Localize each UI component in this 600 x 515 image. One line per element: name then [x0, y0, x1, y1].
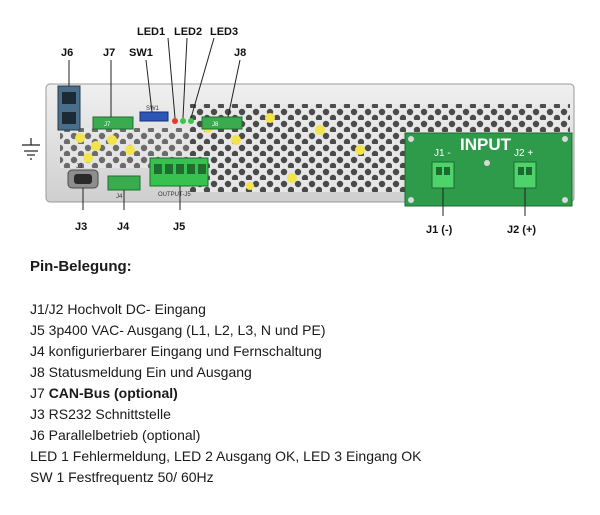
pin-line: J5 3p400 VAC- Ausgang (L1, L2, L3, N und… — [30, 320, 590, 341]
pin-line: J1/J2 Hochvolt DC- Eingang — [30, 299, 590, 320]
device-diagram: J7 SW1 J8 J3 J4 OUTPUT-J5 IN — [22, 26, 575, 236]
pin-line: LED 1 Fehlermeldung, LED 2 Ausgang OK, L… — [30, 446, 590, 467]
pin-line: J8 Statusmeldung Ein und Ausgang — [30, 362, 590, 383]
led2-indicator — [180, 118, 186, 124]
pin-text: J5 3p400 VAC- Ausgang (L1, L2, L3, N und… — [30, 322, 326, 338]
j8-silk: J8 — [212, 122, 219, 128]
pin-line: J7 CAN-Bus (optional) — [30, 383, 590, 404]
j1-callout: J1 (-) — [426, 224, 453, 236]
j8-connector: J8 — [201, 116, 243, 130]
j2-board-label: J2 + — [514, 148, 533, 159]
j8-callout: J8 — [234, 47, 246, 59]
pin-list: J1/J2 Hochvolt DC- Eingang J5 3p400 VAC-… — [30, 299, 590, 488]
yellow-dots — [75, 113, 365, 190]
j7-connector: J7 — [92, 116, 134, 130]
j7-silk: J7 — [104, 122, 111, 128]
j6-callout: J6 — [61, 47, 73, 59]
pin-line: SW 1 Festfrequentz 50/ 60Hz — [30, 467, 590, 488]
pin-text: J1/J2 Hochvolt DC- Eingang — [30, 301, 206, 317]
j1-connector — [431, 161, 455, 189]
j5-connector: OUTPUT-J5 — [149, 157, 209, 198]
leader-lines — [68, 37, 526, 216]
sw1-switch: SW1 — [139, 106, 169, 122]
j3-silk: J3 — [76, 164, 83, 170]
pin-assignment: Pin-Belegung: J1/J2 Hochvolt DC- Eingang… — [30, 258, 590, 488]
led1-callout: LED1 — [137, 26, 165, 38]
ground-icon — [22, 138, 40, 160]
j4-silk: J4 — [116, 194, 123, 200]
j7-callout: J7 — [103, 47, 115, 59]
pin-text: J3 RS232 Schnittstelle — [30, 406, 171, 422]
j1-board-label: J1 - — [434, 148, 451, 159]
pin-line: J6 Parallelbetrieb (optional) — [30, 425, 590, 446]
pin-text: J6 Parallelbetrieb (optional) — [30, 427, 201, 443]
j2-callout: J2 (+) — [507, 224, 536, 236]
pin-text: SW 1 Festfrequentz 50/ 60Hz — [30, 469, 214, 485]
j2-connector — [513, 161, 537, 189]
led1-indicator — [172, 118, 178, 124]
j4-callout: J4 — [117, 221, 130, 233]
output-silk: OUTPUT-J5 — [158, 192, 191, 198]
pin-line: J4 konfigurierbarer Eingang und Fernscha… — [30, 341, 590, 362]
pin-text: J4 konfigurierbarer Eingang und Fernscha… — [30, 343, 322, 359]
pin-text: J8 Statusmeldung Ein und Ausgang — [30, 364, 252, 380]
pin-text: LED 1 Fehlermeldung, LED 2 Ausgang OK, L… — [30, 448, 422, 464]
pin-bold-text: CAN-Bus (optional) — [48, 385, 178, 401]
led2-callout: LED2 — [174, 26, 202, 38]
led3-callout: LED3 — [210, 26, 238, 38]
input-title: INPUT — [460, 135, 512, 154]
sw1-silk: SW1 — [146, 106, 160, 112]
j3-callout: J3 — [75, 221, 87, 233]
sw1-callout: SW1 — [129, 47, 153, 59]
pin-heading: Pin-Belegung: — [30, 258, 132, 275]
pin-text: J7 — [30, 385, 49, 401]
pin-line: J3 RS232 Schnittstelle — [30, 404, 590, 425]
led3-indicator — [188, 118, 194, 124]
j3-connector: J3 — [67, 164, 99, 189]
j6-connector — [57, 85, 81, 131]
j5-callout: J5 — [173, 221, 185, 233]
input-board: INPUT J1 - J2 + — [404, 132, 573, 207]
